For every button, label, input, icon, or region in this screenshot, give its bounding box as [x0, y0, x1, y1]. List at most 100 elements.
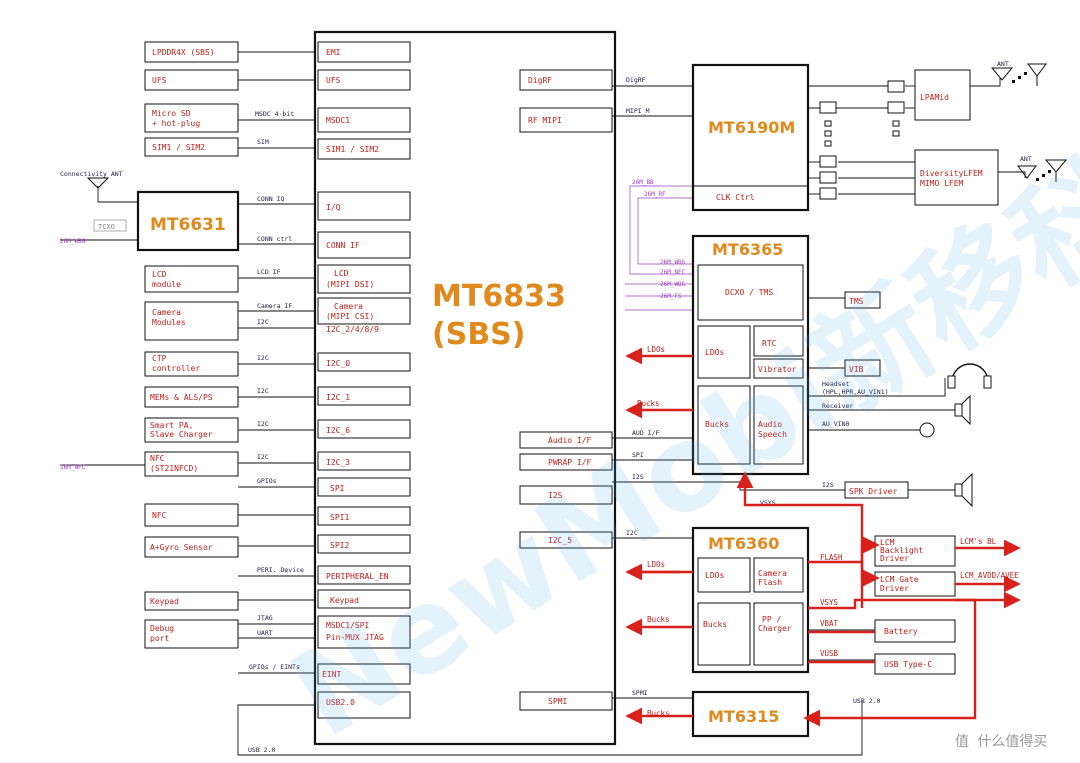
- rf-switch: [819, 155, 837, 168]
- audio-box: [753, 385, 804, 465]
- sig-spmi: SPMI: [632, 689, 648, 697]
- left-wires: [60, 51, 863, 756]
- port-msdc-jtag: [317, 615, 411, 649]
- out-bucks-6315: Bucks: [647, 709, 670, 718]
- sig-flash: FLASH: [820, 553, 843, 562]
- ant-label-2: ANT: [1020, 155, 1032, 163]
- port-spmi: [519, 691, 613, 711]
- camera-box: [144, 301, 239, 341]
- tcxo-box: [93, 219, 127, 232]
- clk-26m-wbg-2: 26M_WBG: [660, 281, 686, 288]
- port-pwrap: [519, 453, 613, 471]
- mt6360-bucks-box: [697, 602, 751, 666]
- port-ufs: [317, 69, 411, 91]
- port-i2c-3: [317, 451, 411, 471]
- sig-aud-if: AUD I/F: [632, 429, 659, 437]
- div1-label: DiversityLFEM: [920, 169, 983, 178]
- spk-box: [844, 481, 909, 499]
- port-digrf: [519, 69, 613, 91]
- port-i2s: [519, 485, 613, 505]
- power-arrows: LDOs Bucks LDOs Bucks Bucks: [625, 345, 1021, 727]
- port-spi: [317, 477, 411, 497]
- gyro-box: [144, 536, 239, 558]
- port-conn-if: [317, 231, 411, 259]
- ctp-label: CTP: [152, 354, 167, 363]
- rf-switch: [819, 187, 837, 200]
- sig-uart: UART: [257, 629, 273, 637]
- port-spi2-label: SPI2: [330, 541, 349, 550]
- right-blocks: LCM Backlight Driver LCM Gate Driver Bat…: [844, 472, 1019, 675]
- sig-conn-iq: CONN IQ: [257, 195, 284, 203]
- sig-vbat: VBAT: [820, 619, 839, 628]
- sig-i2s-spk: I2S: [822, 481, 834, 489]
- port-i2c-6: [317, 419, 411, 439]
- port-conn-if-label: CONN IF: [326, 241, 360, 250]
- ufs-label: UFS: [152, 76, 167, 85]
- antenna-icon: [86, 177, 110, 189]
- soc-name: MT6833: [432, 279, 566, 314]
- sig-i2s: I2S: [632, 473, 644, 481]
- port-sim-label: SIM1 / SIM2: [326, 145, 379, 154]
- mems-label: MEMs & ALS/PS: [150, 393, 213, 402]
- lpddr4x-label: LPDDR4X (SBS): [152, 48, 215, 57]
- port-camera-csi: [317, 297, 411, 325]
- port-msdc-jtag-label: MSDC1/SPI: [326, 621, 370, 630]
- out-bucks-6360: Bucks: [647, 615, 670, 624]
- sig-usb20: USB 2.0: [853, 697, 880, 705]
- port-peripheral-en-label: PERIPHERAL_EN: [326, 572, 389, 581]
- rtc-label: RTC: [762, 339, 777, 348]
- mt6365-block: MT6365 DCXO / TMS LDOs RTC Vibrator Buck…: [632, 179, 992, 476]
- battery-label: Battery: [884, 627, 918, 636]
- mt6360-block: MT6360 LDOs Camera Flash Bucks PP / Char…: [691, 526, 843, 674]
- dcxo-box: [697, 264, 804, 321]
- mt6190m-clk: CLK Ctrl: [716, 193, 755, 202]
- mems-box: [144, 386, 239, 408]
- clk-26m-fs: 26M_FS: [660, 293, 682, 300]
- rf-switch: [819, 171, 837, 184]
- port-msdc1: [317, 107, 411, 133]
- port-pwrap-label: PWRAP I/F: [548, 458, 592, 467]
- nfc-st-box: [144, 451, 239, 477]
- port-i2c-0: [317, 352, 411, 372]
- mt6360-ldos: LDOs: [705, 571, 724, 580]
- port-msdc1-label: MSDC1: [326, 116, 350, 125]
- sig-conn-ctrl: CONN ctrl: [257, 235, 292, 243]
- port-digrf-label: DigRF: [528, 76, 552, 85]
- debug-label: Debug: [150, 624, 174, 633]
- lcm-bl-label: LCM: [880, 538, 895, 547]
- vibrator-box: [753, 358, 804, 379]
- mt6833-soc: MT6833 (SBS) EMI UFS MSDC1 SIM1 / SIM2 I…: [313, 30, 617, 746]
- rf-dot: [824, 120, 832, 127]
- microphone-icon: [919, 422, 935, 438]
- mt6631-box: [136, 190, 240, 252]
- gyro-label: A+Gyro Sensor: [150, 543, 213, 552]
- connectivity-ant-label: Connectivity ANT: [60, 170, 123, 178]
- rf-dot: [892, 120, 900, 127]
- mt6631-block: MT6631 TCXO 26M_WBG Connectivity ANT: [60, 170, 240, 252]
- spk-label: SPK Driver: [849, 487, 897, 496]
- nfc-box: [144, 503, 239, 527]
- port-i2s-label: I2S: [548, 491, 563, 500]
- smart-pa-label: Smart PA,: [150, 421, 193, 430]
- port-eint: [317, 663, 411, 685]
- sig-spi: SPI: [632, 451, 644, 459]
- sig-i2c-nfc: I2C: [257, 453, 269, 461]
- speaker-icon: [954, 394, 971, 426]
- port-i2c-5-label: I2C_5: [548, 536, 572, 545]
- port-usb-label: USB2.0: [326, 698, 355, 707]
- port-spi1-label: SPI1: [330, 513, 349, 522]
- tcxo-label: TCXO: [98, 223, 115, 231]
- lpddr4x-box: [144, 41, 239, 63]
- div2-label: MIMO LFEM: [920, 179, 964, 188]
- clk-26m-rf: 26M_RF: [644, 191, 666, 198]
- sig-camera-if: Camera IF: [257, 302, 292, 310]
- rf-dot: [892, 130, 900, 137]
- debug-box: [144, 619, 239, 649]
- lcm-avdd-out: LCM_AVDD/AVEE: [960, 571, 1019, 580]
- antenna-icon: [990, 63, 1068, 182]
- smart-pa-label2: Slave Charger: [150, 430, 213, 439]
- lcm-bl-out: LCM's BL: [960, 537, 997, 546]
- port-spi2: [317, 534, 411, 554]
- usb-typec-box: [874, 653, 956, 675]
